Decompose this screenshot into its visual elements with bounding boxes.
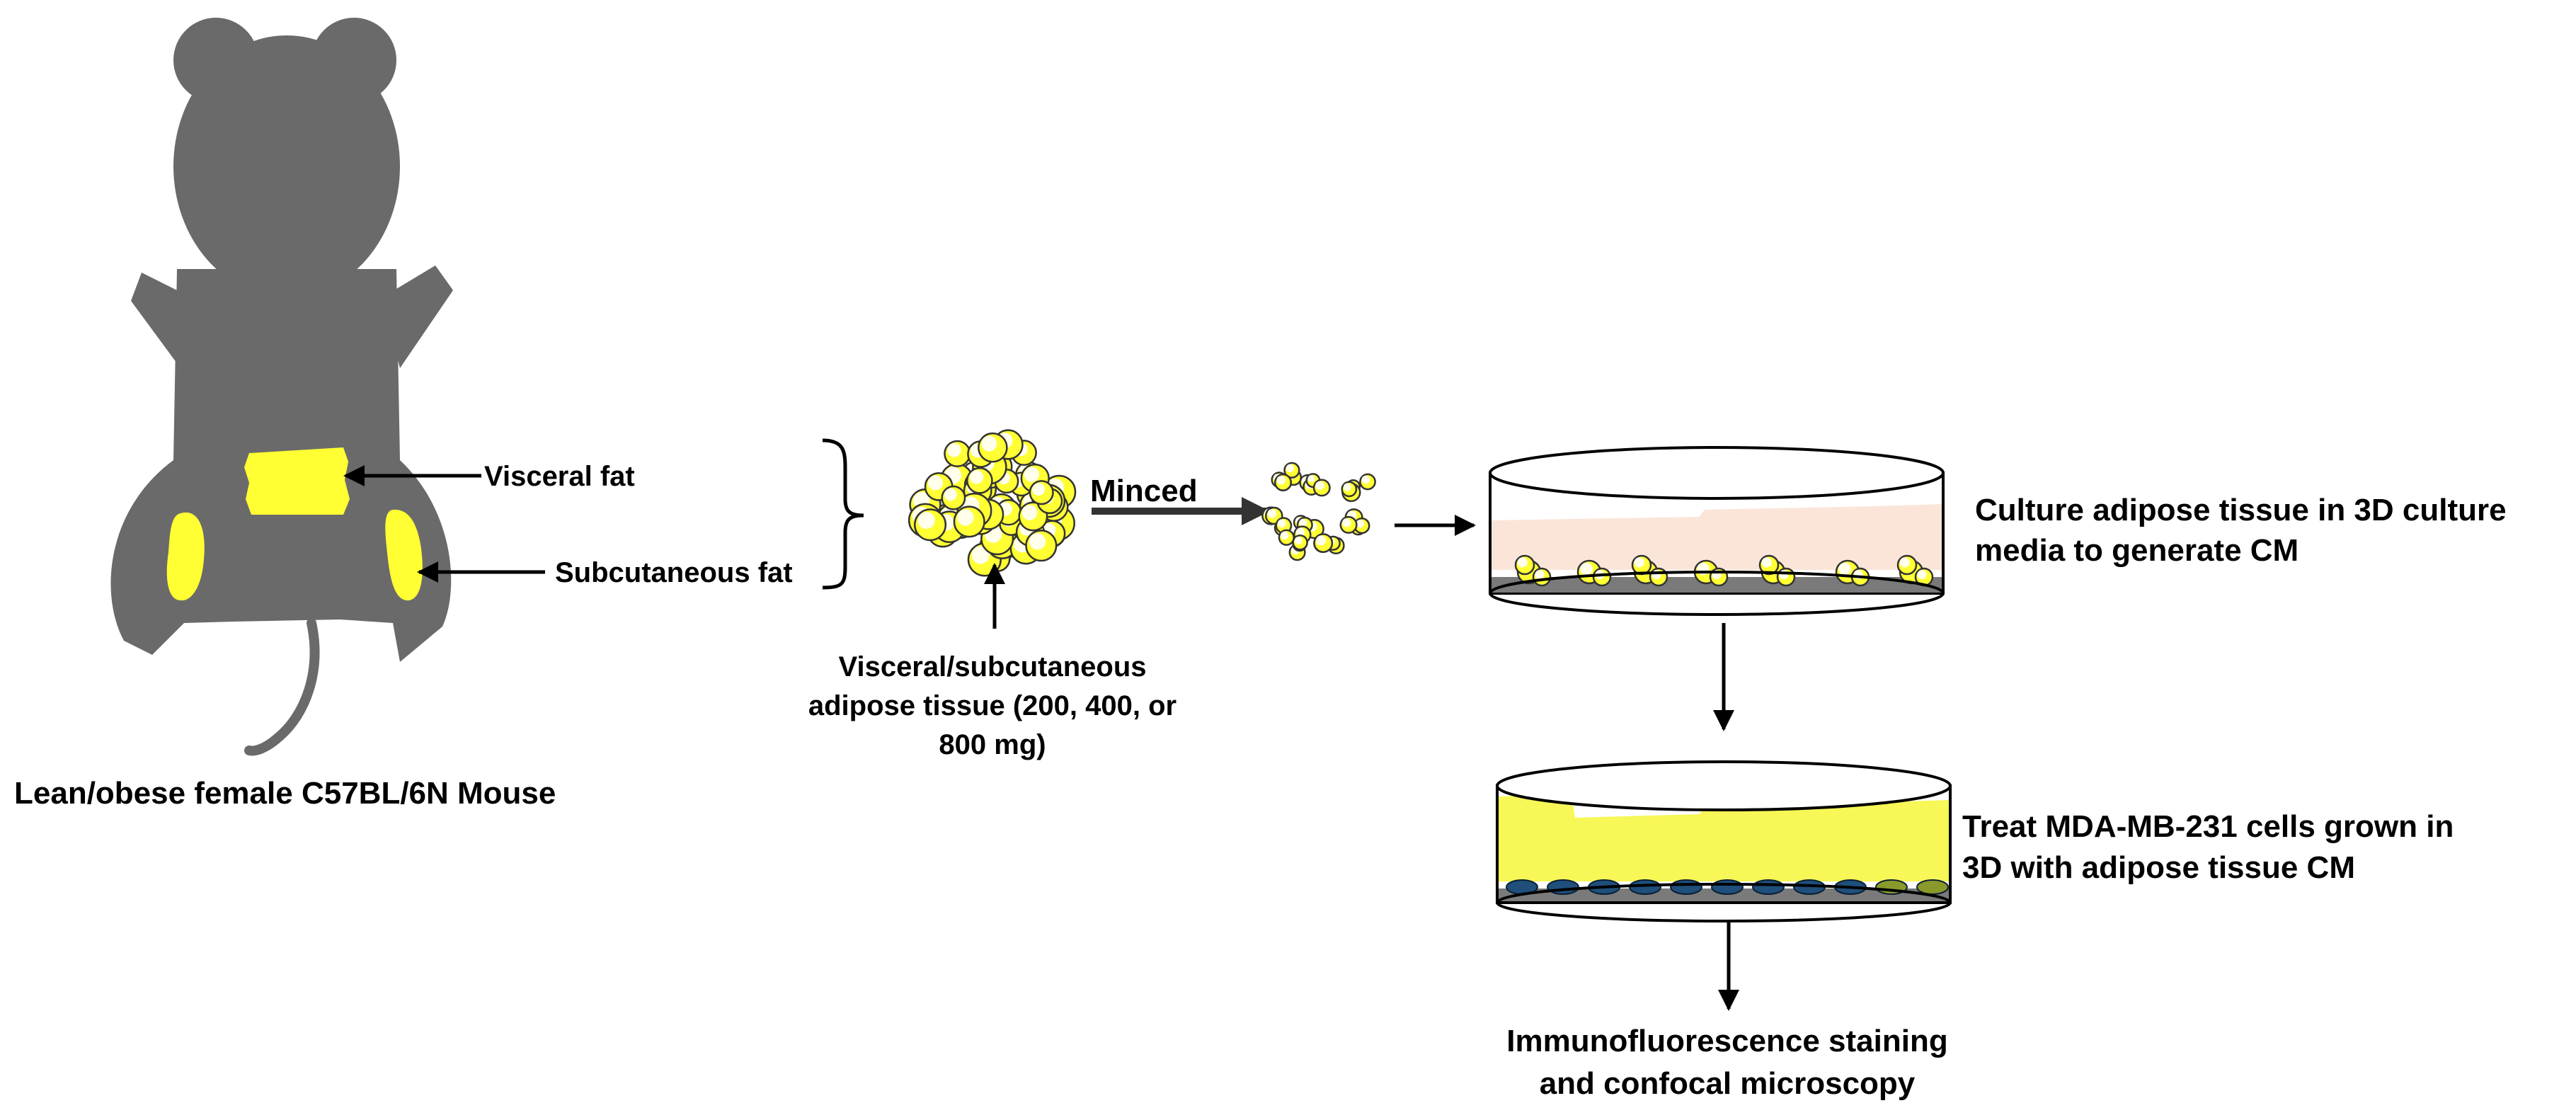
adipocyte-highlight	[1280, 531, 1289, 540]
adipocyte-highlight	[1761, 557, 1772, 568]
culture-media	[1492, 504, 1942, 570]
adipocyte-highlight	[1535, 570, 1545, 580]
treatment-dish-bottom-rim	[1496, 883, 1952, 922]
adipocyte-highlight	[1361, 475, 1370, 484]
culture-label-line2: media to generate CM	[1975, 533, 2299, 568]
adipocyte-highlight	[947, 443, 961, 457]
culture-dish-top-rim	[1489, 446, 1945, 500]
adipocyte-highlight	[1294, 536, 1303, 544]
mouse-tail	[244, 618, 320, 756]
adipocyte-highlight	[1276, 476, 1286, 485]
mouse-caption: Lean/obese female C57BL/6N Mouse	[14, 776, 556, 811]
adipocyte-highlight	[957, 509, 974, 526]
cancer-cell	[1752, 879, 1785, 895]
adipocyte-highlight	[1316, 535, 1327, 546]
adipocyte-highlight	[1286, 464, 1295, 473]
adipocyte-highlight	[944, 488, 957, 501]
cancer-cell	[1711, 879, 1744, 895]
adipocyte-highlight	[1634, 557, 1644, 568]
adipocyte-highlight	[1342, 518, 1351, 527]
treatment-media	[1499, 794, 1949, 881]
tissue-label-line3: 800 mg)	[939, 729, 1046, 760]
adipocyte-highlight	[971, 546, 990, 564]
culture-adipose-pieces	[1514, 554, 1934, 587]
culture-dish-bottom-rim	[1489, 571, 1945, 616]
minced-label: Minced	[1090, 474, 1198, 508]
adipocyte-highlight	[1277, 519, 1286, 528]
adipocyte-highlight	[1299, 518, 1307, 527]
adipocyte-highlight	[1343, 483, 1351, 491]
adipocyte-highlight	[1029, 533, 1046, 550]
cancer-cell	[1670, 879, 1702, 895]
adipose-tissue-cluster	[908, 429, 1077, 577]
adipocyte-highlight	[1032, 483, 1046, 496]
adipocyte-highlight	[981, 435, 997, 452]
adipocyte-highlight	[1267, 508, 1277, 518]
adipocyte-highlight	[1295, 527, 1305, 537]
adipocyte-highlight	[1917, 570, 1927, 580]
adipocyte-highlight	[1899, 557, 1910, 568]
mouse-head	[173, 35, 400, 297]
subcutaneous-fat-right	[385, 509, 423, 601]
adipocyte-highlight	[1517, 557, 1528, 568]
adipocyte-highlight	[1356, 520, 1364, 528]
if-label-line1: Immunofluorescence staining	[1506, 1024, 1947, 1058]
mda-mb-231-cells	[1506, 879, 1949, 895]
treatment-dish	[1496, 760, 1952, 922]
adipocyte-highlight	[969, 470, 984, 484]
adipocyte-highlight	[1779, 570, 1789, 580]
minced-tissue-pieces	[1261, 462, 1376, 561]
tissue-label-line2: adipose tissue (200, 400, or	[808, 690, 1177, 721]
adipocyte-highlight	[1838, 562, 1851, 576]
mouse-arm-right	[382, 265, 453, 368]
tissue-label-line1: Visceral/subcutaneous	[839, 651, 1147, 682]
mouse-silhouette	[110, 18, 453, 756]
adipocyte-highlight	[1021, 505, 1038, 520]
visceral-fat-label: Visceral fat	[484, 461, 635, 492]
subcutaneous-fat-label: Subcutaneous fat	[555, 557, 793, 588]
treat-label-line2: 3D with adipose tissue CM	[1962, 850, 2355, 885]
cancer-cell	[1916, 879, 1949, 895]
treatment-dish-top-rim	[1496, 760, 1952, 811]
fat-grouping-brace	[822, 438, 864, 590]
adipocyte-highlight	[927, 475, 943, 491]
culture-label-line1: Culture adipose tissue in 3D culture	[1975, 493, 2507, 527]
adipocyte-highlight	[917, 512, 935, 530]
subcutaneous-fat-left	[166, 512, 205, 601]
treat-label-line1: Treat MDA-MB-231 cells grown in	[1962, 809, 2454, 844]
adipocyte-highlight	[1580, 562, 1593, 576]
culture-dish	[1489, 446, 1945, 616]
adipocyte-highlight	[1024, 467, 1040, 482]
visceral-fat-depot	[244, 447, 350, 515]
adipocyte-highlight	[1315, 481, 1324, 490]
if-label-line2: and confocal microscopy	[1540, 1066, 1916, 1101]
adipocyte-highlight	[1307, 474, 1315, 483]
